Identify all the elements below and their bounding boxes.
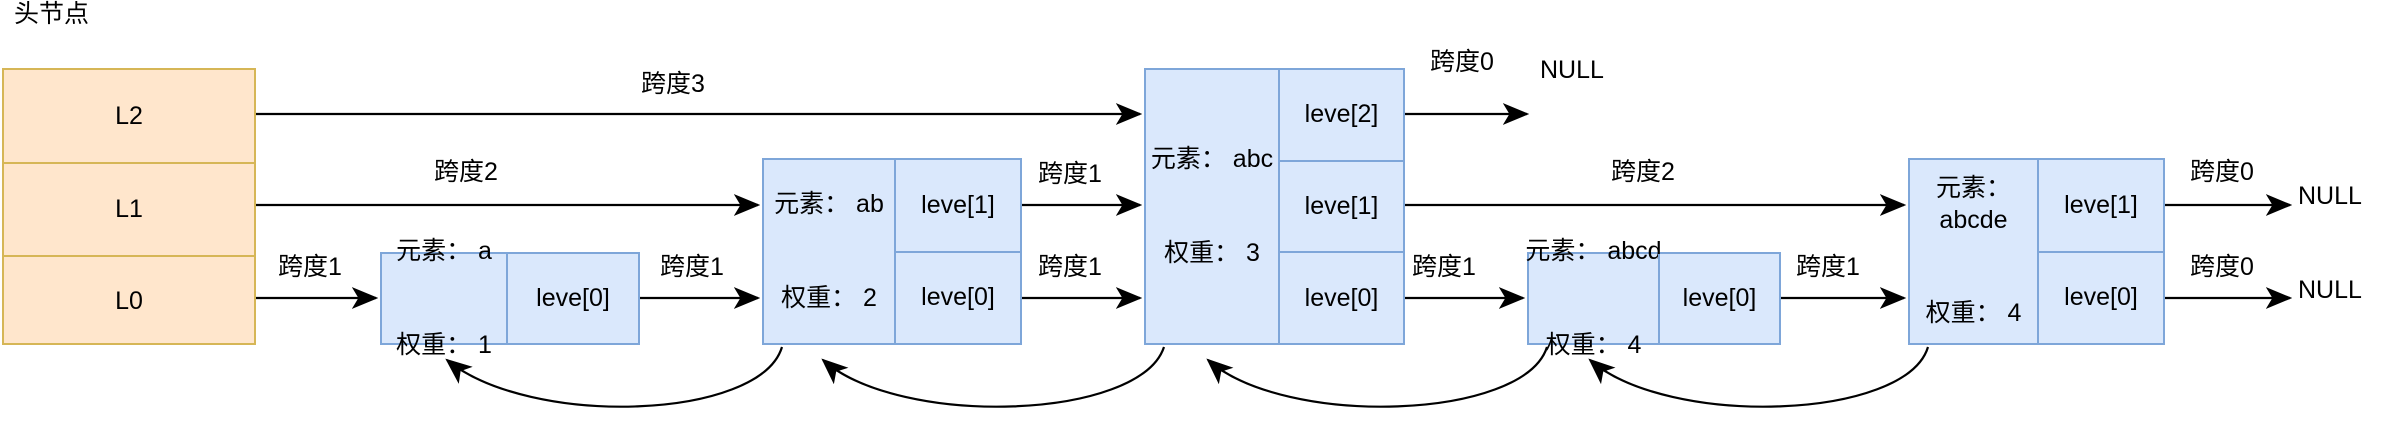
node-ab-levels: leve[1] leve[0] [894, 160, 1020, 343]
node-a-element: 元素： a [396, 237, 492, 265]
node-a-level-0[interactable]: leve[0] [536, 284, 610, 312]
node-abc-value: 元素： abc 权重： 3 [1146, 70, 1278, 343]
span-label-head-l1-ab: 跨度2 [434, 158, 498, 186]
span-label-abc-l1-abcde: 跨度2 [1611, 158, 1675, 186]
span-label-abcd-l0-abcde: 跨度1 [1796, 253, 1860, 281]
head-node-level-L0: L0 [115, 287, 143, 315]
node-ab-element: 元素： ab [774, 190, 884, 218]
node-abcd[interactable]: 元素： abcd 权重： 4 leve[0] [1525, 237, 1781, 359]
span-label-abc-l2-null: 跨度0 [1430, 48, 1494, 76]
node-abc-level-1[interactable]: leve[1] [1280, 159, 1403, 252]
node-abcd-element: 元素： abcd [1525, 237, 1662, 265]
span-label-abcde-l0-null: 跨度0 [2190, 253, 2254, 281]
null-terminator-level2: NULL [1540, 56, 1604, 84]
node-abc-level-0[interactable]: leve[0] [1280, 251, 1403, 343]
node-abcd-value: 元素： abcd 权重： 4 [1525, 237, 1661, 359]
node-abcde-value: 元素： abcde 权重： 4 [1910, 160, 2037, 343]
node-abcde-levels: leve[1] leve[0] [2037, 160, 2163, 343]
node-ab-value: 元素： ab 权重： 2 [764, 160, 894, 343]
node-abcde-element: 元素： abcde [1935, 174, 2011, 234]
arrow-backward-ab-to-a [445, 346, 784, 408]
node-ab-level-1[interactable]: leve[1] [921, 190, 995, 219]
span-label-ab-l0-abc: 跨度1 [1038, 253, 1102, 281]
node-abc[interactable]: 元素： abc 权重： 3 leve[2] leve[1] leve[0] [1144, 68, 1405, 345]
node-abcde[interactable]: 元素： abcde 权重： 4 leve[1] leve[0] [1908, 158, 2165, 345]
head-node[interactable]: L2 L1 L0 [2, 68, 256, 345]
node-abcde-level-0[interactable]: leve[0] [2039, 250, 2163, 344]
node-a[interactable]: 元素： a 权重： 1 leve[0] [380, 237, 640, 359]
span-label-abcde-l1-null: 跨度0 [2190, 158, 2254, 186]
span-label-ab-l1-abc: 跨度1 [1038, 160, 1102, 188]
node-abcd-levels: leve[0] [1658, 254, 1779, 343]
head-node-divider-1 [4, 162, 254, 164]
head-node-caption: 头节点 [14, 0, 90, 28]
node-abc-weight: 权重： 3 [1164, 238, 1260, 267]
null-terminator-level1: NULL [2298, 182, 2362, 210]
span-label-abc-l0-abcd: 跨度1 [1412, 253, 1476, 281]
node-a-value: 元素： a 权重： 1 [382, 237, 506, 359]
node-abc-levels: leve[2] leve[1] leve[0] [1278, 70, 1403, 343]
node-abcd-weight: 权重： 4 [1545, 330, 1642, 359]
span-label-a-l0-ab: 跨度1 [660, 253, 724, 281]
span-label-head-l2-abc: 跨度3 [641, 70, 705, 98]
node-ab-level-0[interactable]: leve[0] [896, 250, 1020, 344]
node-abc-element: 元素： abc [1150, 145, 1274, 173]
head-node-level-L1: L1 [115, 194, 143, 223]
node-abcd-level-0[interactable]: leve[0] [1682, 284, 1757, 312]
arrow-backward-abcd-to-abc [1206, 346, 1549, 408]
head-node-divider-2 [4, 255, 254, 257]
node-abc-level-2[interactable]: leve[2] [1304, 100, 1379, 129]
node-ab[interactable]: 元素： ab 权重： 2 leve[1] leve[0] [762, 158, 1022, 345]
node-abcde-level-1[interactable]: leve[1] [2064, 190, 2138, 219]
null-terminator-level0: NULL [2298, 276, 2362, 304]
head-node-level-L2: L2 [115, 101, 143, 130]
node-abcde-weight: 权重： 4 [1925, 299, 2022, 328]
span-label-head-l0-a: 跨度1 [278, 253, 342, 281]
node-a-levels: leve[0] [506, 254, 638, 343]
node-a-weight: 权重： 1 [396, 330, 492, 359]
node-ab-weight: 权重： 2 [781, 283, 877, 312]
